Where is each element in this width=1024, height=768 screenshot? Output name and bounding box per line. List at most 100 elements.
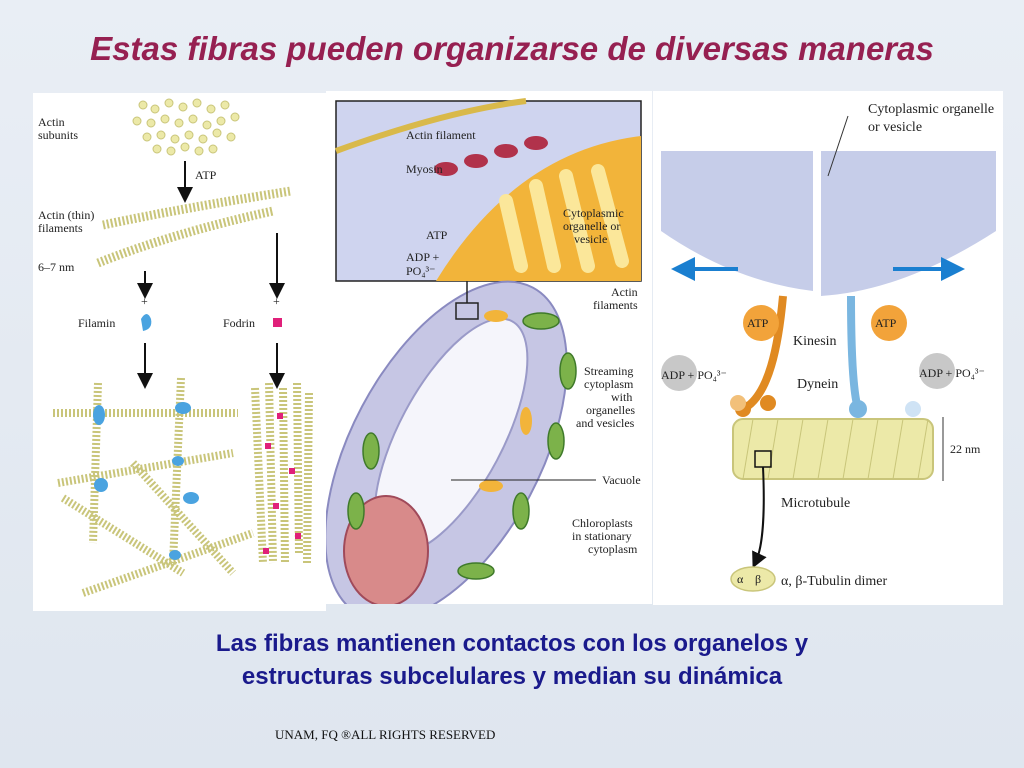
- label-streaming-5: and vesicles: [576, 416, 635, 430]
- label-adp: ADP +: [406, 250, 440, 264]
- streaming-organelles: [479, 310, 532, 492]
- label-streaming-3: with: [611, 390, 632, 404]
- actin-subunit: [202, 120, 212, 130]
- filamin-icon: [141, 314, 152, 331]
- label-actin-filament: Actin filament: [406, 128, 476, 142]
- dynein-motor: [847, 295, 862, 411]
- label-chloroplasts-1: Chloroplasts: [572, 516, 633, 530]
- actin-subunit: [206, 104, 216, 114]
- actin-subunit: [192, 98, 202, 108]
- label-streaming-2: cytoplasm: [584, 377, 634, 391]
- label-beta: β: [755, 572, 761, 586]
- label-vacuole: Vacuole: [602, 473, 641, 487]
- actin-subunit: [174, 118, 184, 128]
- adp-right-icon: [919, 353, 955, 389]
- kinesin-motor: [745, 295, 787, 410]
- label-organelle-2: organelle or: [563, 219, 620, 233]
- chloroplasts: [347, 312, 577, 580]
- actin-subunit: [184, 130, 194, 140]
- label-atp-right: ATP: [875, 316, 897, 330]
- actin-subunit: [178, 102, 188, 112]
- label-po4: PO₄³⁻: [406, 264, 435, 278]
- fodrin-icon: [273, 318, 282, 327]
- actin-subunit: [194, 146, 204, 156]
- streaming-diagram: Actin filament Myosin ATP ADP + PO₄³⁻ Cy…: [324, 98, 642, 622]
- label-atp-mid: ATP: [426, 228, 448, 242]
- label-chloroplasts-3: cytoplasm: [588, 542, 638, 556]
- actin-network: [53, 377, 255, 597]
- actin-subunit: [156, 130, 166, 140]
- microtubule-motors-panel: Cytoplasmic organelle or vesicle ATP ATP…: [653, 91, 1003, 605]
- actin-subunit: [152, 144, 162, 154]
- caption-line-2: estructuras subcelulares y median su din…: [241, 663, 783, 690]
- slide-title: Estas fibras pueden organizarse de diver…: [90, 30, 934, 67]
- fodrin-crosslinks: [263, 413, 301, 554]
- actin-subunit: [160, 114, 170, 124]
- plus-right: +: [273, 294, 280, 308]
- footer: UNAM, FQ ®ALL RIGHTS RESERVED: [275, 727, 496, 742]
- actin-subunit: [132, 116, 142, 126]
- label-kinesin: Kinesin: [793, 334, 837, 349]
- actin-subunit: [142, 132, 152, 142]
- motor-diagram: Cytoplasmic organelle or vesicle ATP ATP…: [661, 102, 996, 592]
- actin-subunit: [208, 144, 218, 154]
- microtubule-stripes: [742, 418, 929, 480]
- actin-subunit: [212, 128, 222, 138]
- caption-line-1: Las fibras mantienen contactos con los o…: [215, 630, 809, 657]
- label-actin-thin-2: filaments: [38, 221, 83, 235]
- label-atp: ATP: [195, 168, 217, 182]
- organelle-cristae: [499, 164, 629, 273]
- atp-left-icon: [743, 305, 779, 341]
- actin-subunit: [226, 132, 236, 142]
- atp-right-icon: [871, 305, 907, 341]
- actin-subunit: [198, 134, 208, 144]
- actin-subunit: [230, 112, 240, 122]
- label-fodrin: Fodrin: [223, 316, 255, 330]
- label-actin-subunits-2: subunits: [38, 128, 78, 142]
- actin-subunit: [150, 104, 160, 114]
- label-streaming-1: Streaming: [584, 364, 633, 378]
- tubulin-dimer: [730, 566, 776, 592]
- actin-subunit: [188, 114, 198, 124]
- label-microtubule: Microtubule: [781, 496, 850, 511]
- actin-filament-2: [96, 206, 274, 268]
- label-alpha: α: [737, 572, 744, 586]
- adp-left-icon: [661, 355, 697, 391]
- filamin-crosslinks: [93, 402, 199, 560]
- caption: Las fibras mantienen contactos con los o…: [0, 627, 1024, 693]
- label-organelle-2: or vesicle: [868, 120, 922, 135]
- actin-subunit: [180, 142, 190, 152]
- actin-subunit: [220, 100, 230, 110]
- label-organelle-1: Cytoplasmic: [563, 206, 624, 220]
- actin-subunit: [166, 146, 176, 156]
- actin-subunits: [132, 98, 240, 156]
- fodrin-bundle: [251, 382, 313, 564]
- organelle-right: [821, 151, 996, 296]
- label-nm: 6–7 nm: [38, 260, 75, 274]
- label-actin-thin-1: Actin (thin): [38, 208, 94, 222]
- label-22nm: 22 nm: [950, 442, 981, 456]
- actin-filament-1: [102, 186, 292, 230]
- actin-subunit: [146, 118, 156, 128]
- actin-diagram: Actin subunits ATP Actin (thin) filament…: [38, 98, 313, 597]
- actin-organization-panel: Actin subunits ATP Actin (thin) filament…: [33, 93, 326, 611]
- cytoplasmic-streaming-panel: Actin filament Myosin ATP ADP + PO₄³⁻ Cy…: [324, 91, 652, 622]
- label-myosin: Myosin: [406, 162, 443, 176]
- label-adp-right: ADP + PO₄³⁻: [919, 366, 985, 380]
- actin-subunit: [164, 98, 174, 108]
- label-organelle-3: vesicle: [574, 232, 607, 246]
- inset-actin-filament: [334, 98, 527, 154]
- label-actin-filaments-2: filaments: [593, 298, 638, 312]
- organelle-left: [661, 151, 813, 291]
- myosin-heads: [434, 136, 548, 176]
- label-tubulin: α, β-Tubulin dimer: [781, 574, 887, 589]
- microtubule: [732, 418, 934, 480]
- label-chloroplasts-2: in stationary: [572, 529, 632, 543]
- actin-subunit: [216, 116, 226, 126]
- label-actin-subunits-1: Actin: [38, 115, 65, 129]
- label-atp-left: ATP: [747, 316, 769, 330]
- actin-subunit: [138, 100, 148, 110]
- label-adp-left: ADP + PO₄³⁻: [661, 368, 727, 382]
- actin-subunit: [170, 134, 180, 144]
- plus-left: +: [141, 294, 148, 308]
